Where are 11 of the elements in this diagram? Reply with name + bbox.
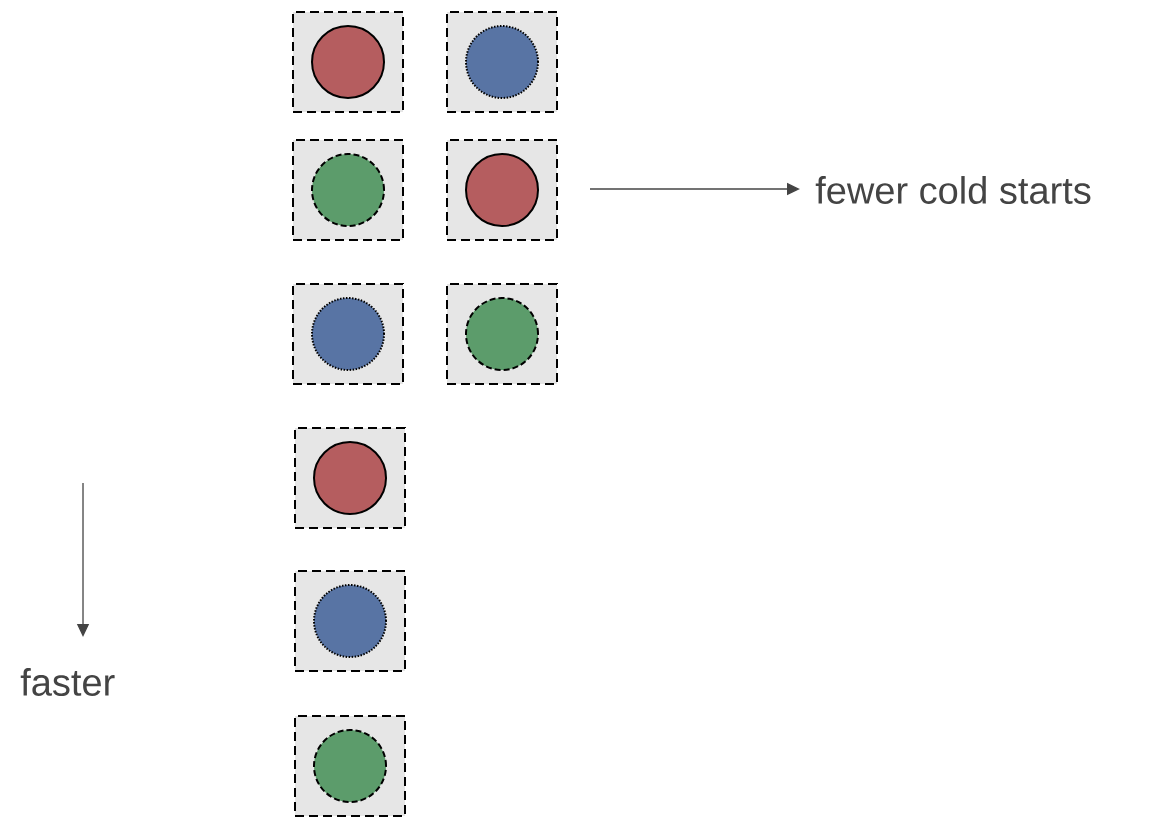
filled-circle bbox=[313, 729, 387, 803]
axis-label: faster bbox=[20, 668, 115, 696]
filled-circle bbox=[313, 584, 387, 658]
axis-label: fewer cold starts bbox=[815, 176, 1091, 204]
filled-circle bbox=[311, 25, 385, 99]
filled-circle bbox=[311, 297, 385, 371]
filled-circle bbox=[465, 153, 539, 227]
filled-circle bbox=[465, 297, 539, 371]
filled-circle bbox=[311, 153, 385, 227]
filled-circle bbox=[313, 441, 387, 515]
filled-circle bbox=[465, 25, 539, 99]
